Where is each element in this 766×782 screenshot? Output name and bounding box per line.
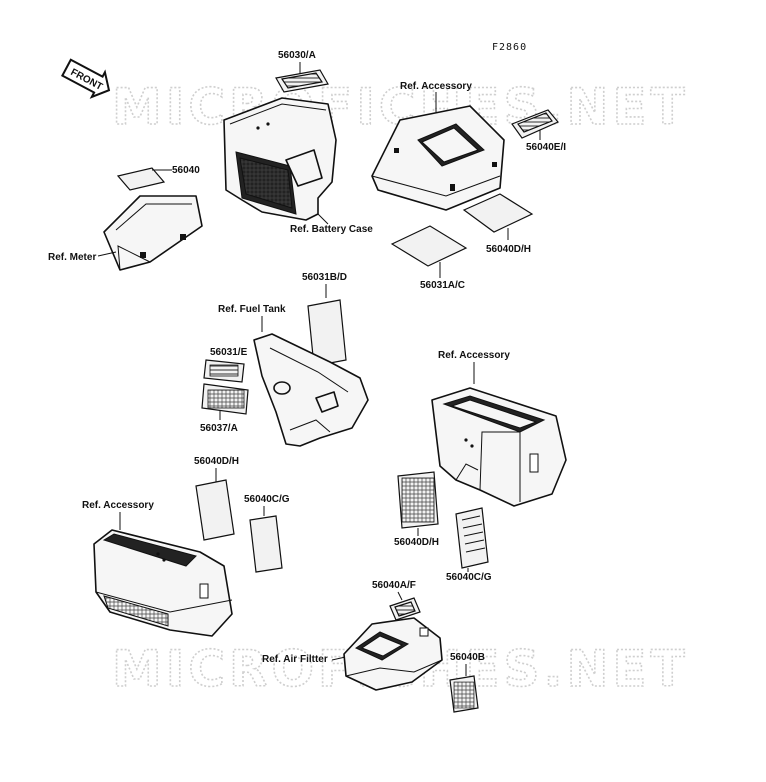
decal-56040DH-right bbox=[462, 193, 534, 233]
label-ref-accessory-top: Ref. Accessory bbox=[400, 81, 472, 92]
figure-code: F2860 bbox=[492, 42, 527, 53]
label-56040EI: 56040E/I bbox=[526, 142, 566, 153]
decal-56031E bbox=[203, 359, 245, 383]
label-56040AF: 56040A/F bbox=[372, 580, 416, 591]
meter-cover bbox=[103, 195, 203, 271]
air-filter-cover bbox=[343, 617, 443, 691]
label-56031AC: 56031A/C bbox=[420, 280, 465, 291]
decal-56040CG-right bbox=[455, 507, 489, 569]
decal-56040EI bbox=[511, 109, 559, 139]
top-case-accessory bbox=[371, 105, 505, 211]
label-56040CG-right: 56040C/G bbox=[446, 572, 492, 583]
front-arrow-icon: FRONT bbox=[60, 58, 111, 99]
label-56040DH-left: 56040D/H bbox=[194, 456, 239, 467]
decal-56040CG-left bbox=[249, 515, 283, 573]
right-accessory-saddlebag bbox=[431, 387, 567, 507]
label-56040CG-left: 56040C/G bbox=[244, 494, 290, 505]
decal-56040DH-left bbox=[195, 479, 235, 541]
leader-ref-meter bbox=[97, 251, 117, 257]
decal-56040 bbox=[116, 167, 166, 191]
decal-56040B bbox=[449, 675, 479, 713]
decal-56031AC bbox=[390, 225, 468, 267]
label-56040DH-right: 56040D/H bbox=[486, 244, 531, 255]
label-56040: 56040 bbox=[172, 165, 200, 176]
leader-56040AF bbox=[397, 591, 403, 601]
label-ref-fuel-tank: Ref. Fuel Tank bbox=[218, 304, 286, 315]
label-56031BD: 56031B/D bbox=[302, 272, 347, 283]
decal-56040AF bbox=[389, 597, 421, 621]
left-accessory-saddlebag bbox=[93, 529, 233, 637]
label-56037A: 56037/A bbox=[200, 423, 238, 434]
label-56040DH-mid: 56040D/H bbox=[394, 537, 439, 548]
decal-56037A bbox=[201, 383, 249, 415]
decal-56031BD bbox=[307, 299, 347, 367]
label-ref-accessory-right: Ref. Accessory bbox=[438, 350, 510, 361]
label-ref-accessory-left: Ref. Accessory bbox=[82, 500, 154, 511]
fuel-tank bbox=[253, 333, 369, 447]
label-ref-meter: Ref. Meter bbox=[48, 252, 96, 263]
decal-56030A bbox=[275, 69, 329, 93]
label-ref-battery-case: Ref. Battery Case bbox=[290, 224, 373, 235]
battery-case bbox=[223, 97, 337, 225]
label-56040B: 56040B bbox=[450, 652, 485, 663]
label-56031E: 56031/E bbox=[210, 347, 248, 358]
decal-56040DH-mid bbox=[397, 471, 439, 529]
label-ref-air-filter: Ref. Air Filtter bbox=[262, 654, 328, 665]
label-56030A: 56030/A bbox=[278, 50, 316, 61]
